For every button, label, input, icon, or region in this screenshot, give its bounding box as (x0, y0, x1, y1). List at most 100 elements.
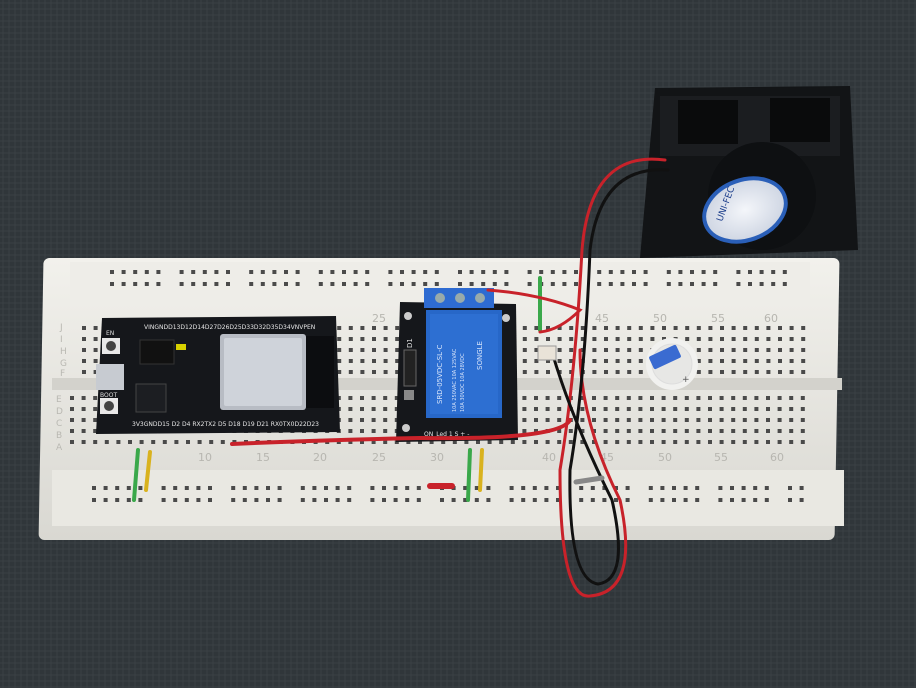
breadboard-hole (800, 396, 805, 400)
breadboard-hole (754, 359, 759, 363)
breadboard-hole (708, 326, 713, 330)
breadboard-hole (295, 282, 300, 286)
breadboard-hole (242, 498, 247, 502)
breadboard-hole (696, 359, 701, 363)
breadboard-hole (789, 359, 794, 363)
breadboard-hole (615, 370, 620, 374)
breadboard-hole (348, 418, 353, 422)
breadboard-hole (179, 270, 184, 274)
breadboard-hole (360, 370, 365, 374)
breadboard-hole (93, 418, 98, 422)
breadboard-hole (534, 440, 538, 444)
col-number-bottom: 20 (313, 451, 327, 464)
breadboard-hole (546, 337, 550, 341)
breadboard-hole (266, 486, 270, 490)
breadboard-hole (395, 337, 400, 341)
breadboard-hole (626, 396, 631, 400)
breadboard-hole (626, 429, 631, 433)
breadboard-hole (202, 282, 207, 286)
breadboard-hole (348, 348, 353, 352)
breadboard-hole (789, 440, 794, 444)
breadboard-hole (161, 498, 166, 502)
breadboard-hole (371, 440, 376, 444)
breadboard-hole (335, 498, 340, 502)
breadboard-hole (93, 326, 98, 330)
breadboard-hole (487, 440, 492, 444)
breadboard-hole (592, 418, 596, 422)
breadboard-hole (759, 270, 764, 274)
breadboard-hole (741, 498, 746, 502)
breadboard-hole (231, 486, 236, 490)
breadboard-hole (151, 440, 156, 444)
breadboard-hole (353, 282, 358, 286)
breadboard-hole (615, 407, 620, 411)
breadboard-hole (82, 348, 86, 352)
breadboard-hole (534, 429, 538, 433)
breadboard-hole (360, 440, 364, 444)
breadboard-hole (138, 498, 143, 502)
breadboard-hole (592, 440, 596, 444)
breadboard-hole (626, 407, 631, 411)
breadboard-hole (615, 418, 620, 422)
breadboard-hole (800, 429, 805, 433)
breadboard-hole (777, 418, 782, 422)
breadboard-hole (527, 270, 532, 274)
breadboard-hole (348, 359, 353, 363)
breadboard-hole (626, 440, 631, 444)
breadboard-hole (742, 407, 747, 411)
breadboard-hole (754, 396, 759, 400)
breadboard-hole (70, 407, 74, 411)
breadboard-hole (603, 429, 608, 433)
breadboard-hole (660, 486, 665, 490)
breadboard-hole (574, 282, 578, 286)
breadboard-hole (720, 337, 724, 341)
breadboard-hole (789, 396, 794, 400)
breadboard-hole (731, 396, 736, 400)
breadboard-hole (82, 326, 86, 330)
row-letter: A (56, 443, 63, 453)
breadboard-hole (277, 498, 282, 502)
breadboard-hole (620, 282, 625, 286)
breadboard-hole (662, 337, 666, 341)
breadboard-hole (580, 418, 585, 422)
breadboard-hole (615, 348, 620, 352)
breadboard-hole (93, 359, 98, 363)
breadboard-hole (801, 337, 806, 341)
breadboard-hole (638, 370, 643, 374)
breadboard-hole (534, 326, 539, 330)
breadboard-hole (696, 429, 701, 433)
breadboard-hole (556, 486, 560, 490)
breadboard-hole (209, 440, 214, 444)
breadboard-hole (718, 486, 723, 490)
breadboard-hole (522, 326, 527, 330)
breadboard-hole (683, 486, 688, 490)
breadboard-hole (545, 440, 550, 444)
breadboard-hole (754, 429, 759, 433)
breadboard-hole (499, 440, 504, 444)
breadboard-hole (156, 270, 161, 274)
breadboard-hole (70, 440, 74, 444)
breadboard-hole (696, 337, 701, 341)
breadboard-hole (590, 498, 595, 502)
breadboard-hole (474, 486, 479, 490)
breadboard-hole (116, 440, 121, 444)
breadboard-hole (604, 348, 608, 352)
breadboard-hole (318, 270, 323, 274)
breadboard-hole (451, 498, 456, 502)
breadboard-hole (544, 486, 549, 490)
breadboard-hole (708, 348, 713, 352)
breadboard-hole (684, 429, 689, 433)
breadboard-hole (648, 486, 653, 490)
breadboard-hole (103, 486, 108, 490)
breadboard-hole (372, 337, 376, 341)
breadboard-hole (458, 270, 462, 274)
breadboard-hole (743, 348, 748, 352)
breadboard-hole (708, 440, 712, 444)
breadboard-hole (569, 348, 574, 352)
breadboard-hole (650, 407, 654, 411)
row-letter: E (56, 395, 62, 405)
breadboard-hole (766, 396, 770, 400)
breadboard-hole (557, 359, 562, 363)
breadboard-hole (534, 407, 538, 411)
